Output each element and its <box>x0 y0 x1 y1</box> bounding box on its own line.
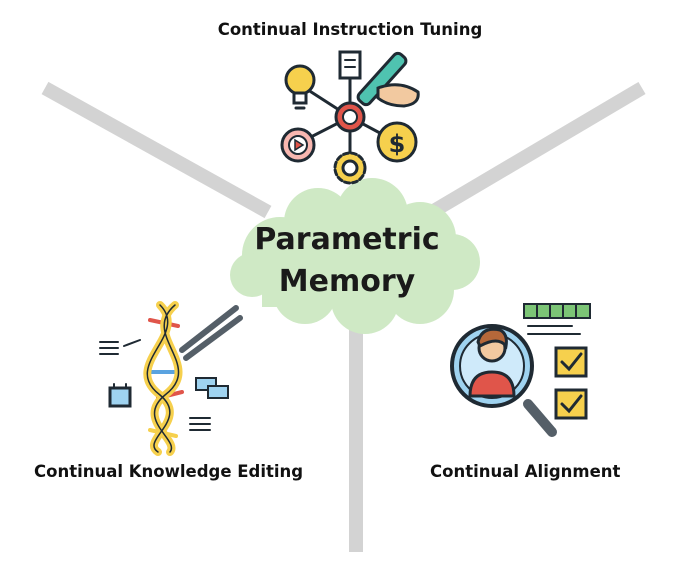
branch-label-right: Continual Alignment <box>430 462 621 481</box>
cloud-shape <box>230 178 480 334</box>
connector-top-left <box>41 81 272 219</box>
connector-top-right <box>428 81 646 219</box>
branch-label-top: Continual Instruction Tuning <box>217 20 483 39</box>
connectors <box>41 81 646 552</box>
instruction-tuning-network-icon: $ <box>280 50 420 185</box>
alignment-magnifier-icon <box>450 303 591 437</box>
center-title-line-2: Memory <box>278 264 416 299</box>
svg-text:$: $ <box>389 130 406 158</box>
branch-label-left: Continual Knowledge Editing <box>34 462 304 481</box>
dna-editing-icon <box>99 301 243 456</box>
center-title-line-1: Parametric <box>254 222 440 257</box>
